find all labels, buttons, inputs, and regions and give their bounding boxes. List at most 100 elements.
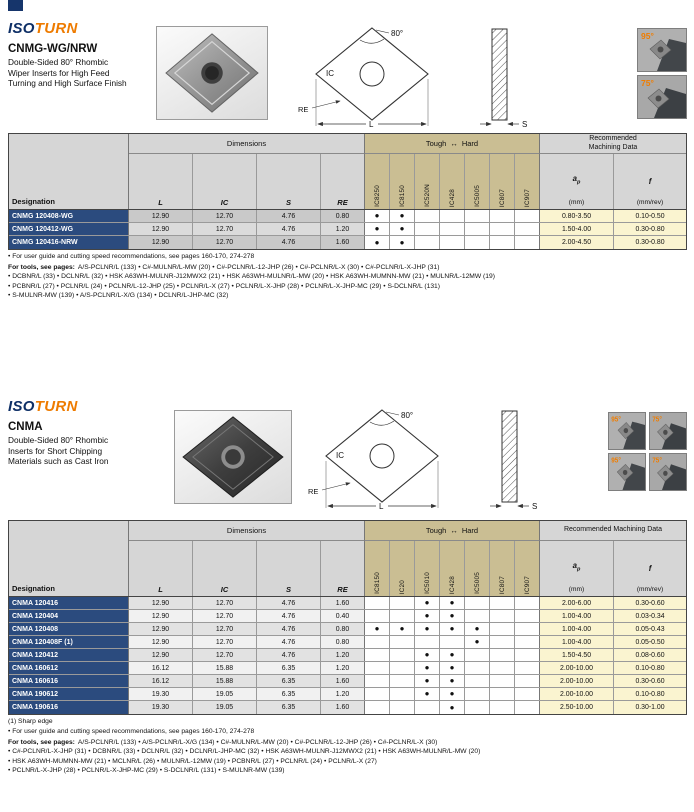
col-header-ic: IC (193, 154, 257, 209)
grade-label: IC8250 (373, 185, 381, 207)
grade-dot-cell (390, 675, 415, 687)
grade-dot-cell (515, 210, 540, 222)
dim-cell-re: 1.60 (321, 597, 365, 609)
dim-cell-ic: 19.05 (193, 688, 257, 700)
ap-cell: 2.00-10.00 (540, 688, 614, 700)
ap-cell: 1.00-4.00 (540, 636, 614, 648)
f-cell: 0.30-0.60 (614, 675, 686, 687)
grade-dot-cell (465, 649, 490, 661)
grade-dot-cell (415, 701, 440, 714)
description-line: Inserts for Short Chipping (8, 445, 103, 456)
grade-dot-cell (490, 223, 515, 235)
s-label: S (522, 120, 527, 129)
table-header: Designation Dimensions L IC S RE Tough↔H… (9, 134, 686, 210)
dim-cell-re: 1.60 (321, 675, 365, 687)
col-header-l: L (129, 154, 193, 209)
description-line: Wiper Inserts for High Feed (8, 67, 110, 78)
grade-dot-cell (465, 210, 490, 222)
grade-column-header: IC20 (390, 541, 415, 596)
section-header: ISOTURN CNMA Double-Sided 80° Rhombic In… (8, 392, 687, 520)
grade-dot-cell (515, 636, 540, 648)
f-cell: 0.05-0.50 (614, 636, 686, 648)
tools-line: • S-MULNR-MW (139) • A/S-PCLNR/L-X/G (13… (8, 292, 229, 300)
toolholder-thumb: 95° (608, 412, 646, 450)
grade-label: IC8150 (373, 572, 381, 594)
designation-cell: CNMG 120412-WG (9, 223, 129, 235)
page-title: CNMG-WG/NRW (8, 43, 98, 55)
dim-cell-ic: 12.70 (193, 236, 257, 249)
machining-data-line: Recommended (589, 135, 637, 142)
grade-dot-cell (390, 688, 415, 700)
re-label: RE (298, 105, 308, 114)
ic-label: IC (336, 451, 344, 460)
col-header-s: S (257, 541, 321, 596)
grade-label: IC5010 (423, 572, 431, 594)
f-cell: 0.10-0.80 (614, 662, 686, 674)
dim-cell-re: 0.80 (321, 636, 365, 648)
grade-dot-cell (515, 662, 540, 674)
grade-dot-cell (415, 236, 440, 249)
designation-header: Designation (9, 134, 129, 209)
grade-label: IC428 (448, 188, 456, 207)
ap-cell: 1.00-4.00 (540, 623, 614, 635)
grade-column-header: IC428 (440, 154, 465, 209)
tools-line: • PCBNR/L (27) • PCLNR/L (24) • PCLNR/L-… (8, 282, 440, 290)
dim-cell-re: 1.20 (321, 662, 365, 674)
tough-hard-arrow-icon: ↔ (450, 139, 458, 148)
grade-dot-cell: ● (390, 223, 415, 235)
ap-cell: 1.50-4.50 (540, 649, 614, 661)
grade-dot-cell (365, 675, 390, 687)
description-line: Materials such as Cast Iron (8, 456, 109, 466)
grades-header-group: Tough↔Hard IC8150 IC20 IC5010 IC428 IC50… (365, 521, 540, 596)
grade-dot-cell (365, 636, 390, 648)
grade-column-header: IC8150 (365, 541, 390, 596)
grade-column-header: IC5005 (465, 154, 490, 209)
holder-angle-label: 95° (611, 415, 621, 424)
grade-dot-cell (440, 636, 465, 648)
dim-cell-re: 1.20 (321, 223, 365, 235)
col-header-re: RE (321, 154, 365, 209)
grade-dot-cell: ● (440, 701, 465, 714)
dim-cell-re: 1.60 (321, 236, 365, 249)
dim-cell-s: 4.76 (257, 210, 321, 222)
dim-cell-l: 12.90 (129, 636, 193, 648)
dim-cell-s: 4.76 (257, 649, 321, 661)
grade-dot-cell (465, 236, 490, 249)
dim-cell-l: 16.12 (129, 662, 193, 674)
dim-cell-s: 6.35 (257, 662, 321, 674)
user-guide-note: • For user guide and cutting speed recom… (8, 728, 255, 735)
dimensions-header-group: Dimensions L IC S RE (129, 134, 365, 209)
f-unit: (mm/rev) (636, 586, 664, 593)
grade-label: IC807 (498, 575, 506, 594)
ap-cell: 2.50-10.00 (540, 701, 614, 714)
designation-header: Designation (9, 521, 129, 596)
dim-cell-ic: 12.70 (193, 636, 257, 648)
tools-lead: For tools, see pages: (8, 739, 75, 746)
grade-dot-cell (490, 675, 515, 687)
dim-cell-l: 19.30 (129, 688, 193, 700)
dim-cell-l: 12.90 (129, 223, 193, 235)
grade-dot-cell (415, 636, 440, 648)
grade-dot-cell (390, 701, 415, 714)
tough-hard-header: Tough↔Hard (365, 134, 540, 154)
tools-line: For tools, see pages:A/S-PCLNR/L (133) •… (8, 263, 687, 272)
toolholder-image: 95° (638, 29, 686, 71)
isoturn-logo: ISOTURN (8, 398, 78, 415)
section-description: Double-Sided 80° Rhombic Inserts for Sho… (8, 435, 109, 467)
f-cell: 0.10-0.50 (614, 210, 686, 222)
section-header: ISOTURN CNMG-WG/NRW Double-Sided 80° Rho… (8, 14, 687, 133)
tools-text: A/S-PCLNR/L (133) • A/S-PCLNR/L-X/G (134… (77, 739, 438, 746)
designation-cell: CNMA 120412 (9, 649, 129, 661)
grade-dot-cell (390, 610, 415, 622)
dim-cell-s: 6.35 (257, 688, 321, 700)
grade-column-header: IC8150 (390, 154, 415, 209)
designation-header-group: Designation (9, 134, 129, 209)
dim-cell-re: 0.80 (321, 210, 365, 222)
col-header-f: f (mm/rev) (614, 541, 686, 596)
dim-cell-l: 12.90 (129, 649, 193, 661)
grade-dot-cell (490, 610, 515, 622)
